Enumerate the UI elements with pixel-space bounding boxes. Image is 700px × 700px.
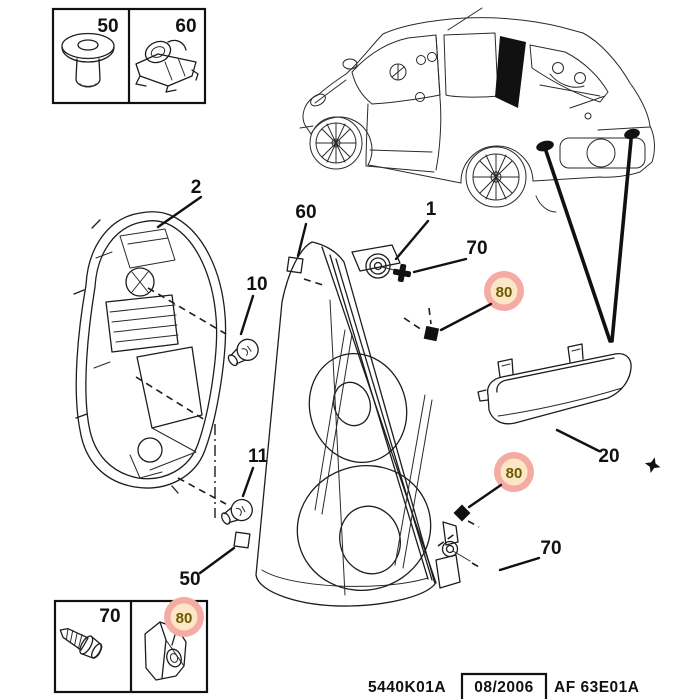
car-illustration <box>299 7 655 213</box>
callout-80-mid: 80 <box>437 452 534 547</box>
tail-lamp-lens-drawing <box>255 241 471 607</box>
rear-wheel <box>465 146 557 213</box>
car-mirror <box>342 58 358 70</box>
callout-70-lower: 70 <box>471 457 661 572</box>
alignment-dash-bulb-11 <box>177 477 227 505</box>
callout-label-clip-upper: 60 <box>295 202 316 223</box>
car-rear-lines <box>569 95 651 131</box>
front-wheel <box>309 116 363 170</box>
car-hatch-glass <box>529 44 609 103</box>
callout-1: 1 <box>394 199 437 261</box>
legend-top-label-50: 50 <box>97 16 118 37</box>
side-lamp-drawing: 20 <box>477 343 632 467</box>
callout-70-upper: 70 <box>392 238 488 283</box>
callout-10: 10 <box>227 274 268 367</box>
legend-top-label-60: 60 <box>175 16 196 37</box>
legend-bottom-label-80: 80 <box>176 610 193 627</box>
footer-date: 08/2006 <box>474 679 534 696</box>
callout-label-nut-upper: 80 <box>496 284 513 301</box>
callout-label-screw-upper: 70 <box>466 238 487 259</box>
car-antenna <box>447 7 483 31</box>
callout-60: 60 <box>286 202 327 287</box>
car-bumper-recess <box>559 137 646 169</box>
lens-streak-lines <box>314 299 433 596</box>
callout-label-screw-lower: 70 <box>540 538 561 559</box>
callout-label-clip-lower: 50 <box>179 569 200 590</box>
screw-icon <box>59 628 103 659</box>
car-door-handle <box>415 92 425 102</box>
callout-50: 50 <box>179 531 251 590</box>
reflector-pointer-lines <box>544 138 633 343</box>
car-front-lines <box>299 79 347 129</box>
callout-label-bulb-lower: 11 <box>248 446 269 467</box>
car-body-outline <box>302 17 655 184</box>
callout-label-nut-lower: 80 <box>506 465 523 482</box>
clamp-icon <box>135 39 199 93</box>
clip-square-icon <box>286 256 304 274</box>
callout-80-upper: 80 <box>403 271 524 342</box>
car-quarter-window <box>443 32 499 98</box>
footer-plate-code: AF 63E01A <box>554 679 639 696</box>
car-door-lines <box>365 35 442 173</box>
callout-label-side-lamp: 20 <box>598 446 619 467</box>
car-bumper-wheel <box>586 138 616 168</box>
alignment-dash-internal <box>135 376 206 421</box>
cross-screw-icon <box>392 263 412 283</box>
nut-square-icon <box>423 325 440 342</box>
lamp-housing-drawing <box>73 211 227 518</box>
car-door-window <box>351 34 441 105</box>
callout-label-housing: 2 <box>191 177 202 198</box>
car-hatch-handle <box>584 112 592 120</box>
callout-2: 2 <box>156 177 203 229</box>
clip-square-icon <box>233 531 251 549</box>
footer-date-box <box>460 672 548 699</box>
bulb-icon <box>227 338 259 367</box>
bulb-icon <box>221 498 253 525</box>
callout-label-lens: 1 <box>426 199 437 220</box>
car-left-reflector <box>536 140 554 152</box>
car-c-pillar <box>495 36 526 108</box>
nut-diamond-icon <box>453 504 471 522</box>
alignment-dash-bulb-10 <box>147 287 227 335</box>
car-right-reflector <box>624 128 640 140</box>
lens-reflector-ovals <box>296 352 432 591</box>
footer-reference-block: 5440K01A 08/2006 AF 63E01A <box>368 672 639 699</box>
legend-box-bottom: 70 80 <box>53 597 209 694</box>
star-screw-icon <box>644 457 661 473</box>
car-headlight <box>310 93 326 107</box>
legend-bottom-label-70: 70 <box>99 606 120 627</box>
car-interior-details <box>389 52 601 97</box>
legend-box-top: 50 60 <box>51 7 207 105</box>
lens-bottom-boss <box>435 521 471 589</box>
callout-label-bulb-upper: 10 <box>246 274 267 295</box>
lens-top-boss <box>351 244 401 279</box>
housing-studs <box>73 219 179 494</box>
callout-11: 11 <box>221 446 269 525</box>
grommet-icon <box>61 32 115 88</box>
housing-interior <box>93 228 203 479</box>
footer-part-number: 5440K01A <box>368 679 446 696</box>
